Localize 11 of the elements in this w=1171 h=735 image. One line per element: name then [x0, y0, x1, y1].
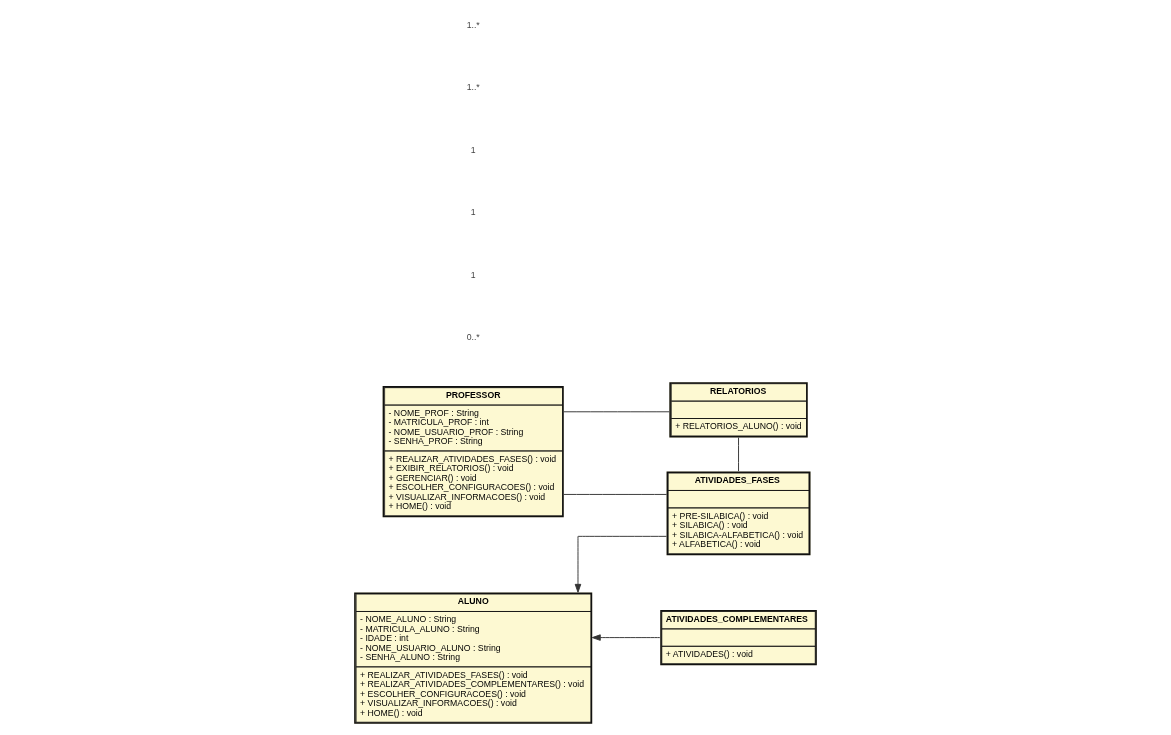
label: 1: [470, 144, 476, 155]
connector: [563, 411, 670, 413]
arrow: [574, 535, 667, 593]
label: 1..*: [466, 19, 480, 30]
arrow: [591, 634, 661, 641]
label: 0..*: [466, 332, 480, 343]
label: 1: [470, 207, 476, 218]
connector: [738, 437, 739, 472]
label: 1..*: [466, 82, 480, 93]
connector: [563, 493, 668, 495]
label: 1: [470, 269, 476, 280]
